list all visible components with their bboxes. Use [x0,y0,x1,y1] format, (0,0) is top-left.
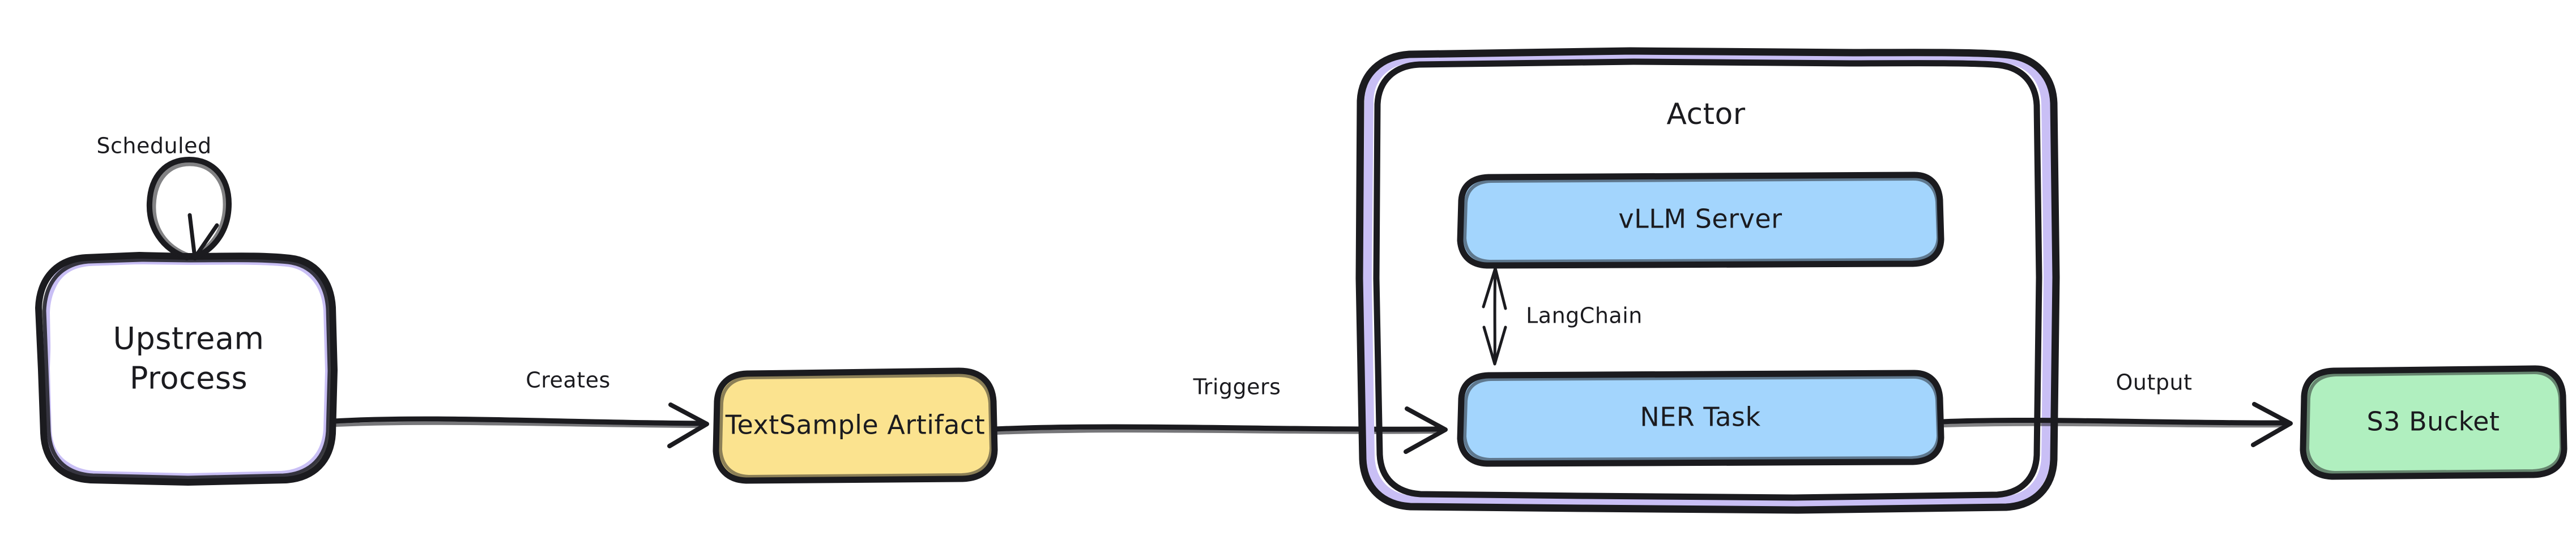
edge-creates[interactable]: Creates [331,368,709,448]
edge-output[interactable]: Output [1939,370,2293,447]
edge-label-triggers: Triggers [1193,375,1281,400]
node-upstream-process[interactable]: Upstream Process [35,252,338,486]
edge-label-output: Output [2116,370,2193,395]
edge-langchain[interactable]: LangChain [1482,267,1643,366]
edge-label-creates: Creates [526,368,611,393]
node-text-sample-artifact[interactable]: TextSample Artifact [713,367,998,484]
node-vllm-server[interactable]: vLLM Server [1457,172,1944,269]
group-actor-title: Actor [1666,97,1745,131]
group-actor[interactable]: Actor vLLM Server LangChain NER Task [1355,47,2060,514]
s3-bucket-label: S3 Bucket [2367,406,2500,437]
node-s3-bucket[interactable]: S3 Bucket [2300,365,2568,480]
vllm-server-label: vLLM Server [1618,204,1782,234]
edge-scheduled-loop[interactable]: Scheduled [96,134,232,260]
text-sample-artifact-label: TextSample Artifact [725,410,986,440]
edge-label-langchain: LangChain [1526,303,1643,328]
upstream-process-label-line2: Process [130,361,248,396]
edge-label-scheduled: Scheduled [96,134,211,158]
upstream-process-label-line1: Upstream [113,321,264,357]
node-ner-task[interactable]: NER Task [1457,370,1944,467]
ner-task-label: NER Task [1640,402,1760,432]
